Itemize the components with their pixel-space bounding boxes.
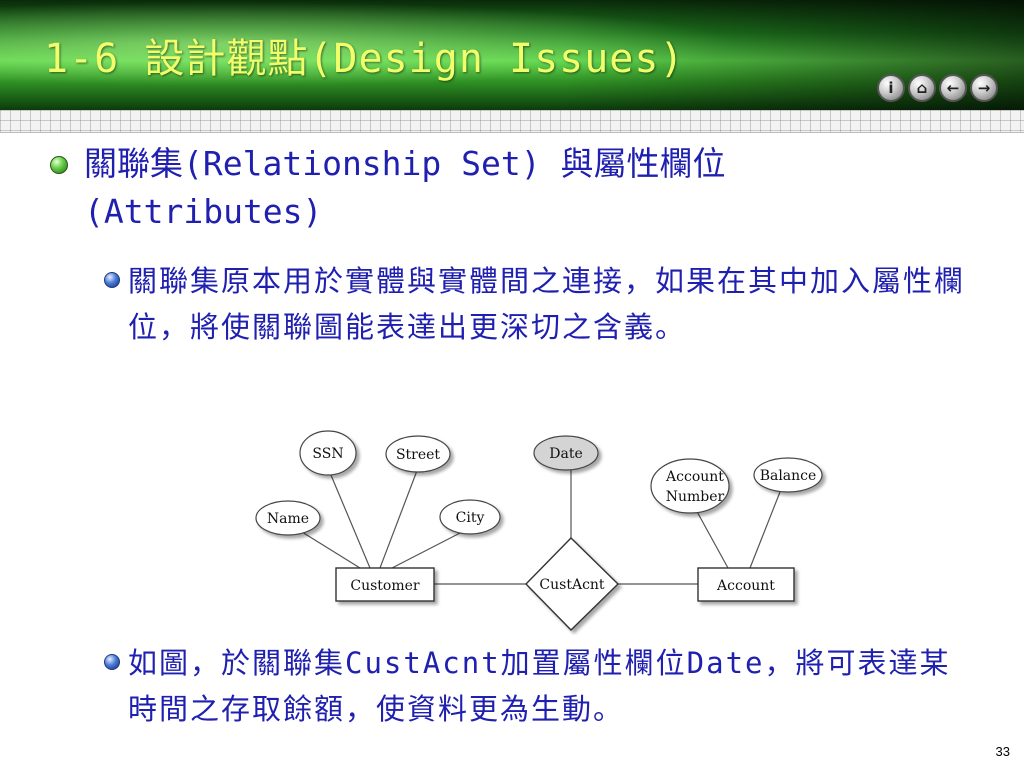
er-diagram: SSN Street Name City Date Account Number… [255, 430, 823, 631]
bullet-icon [50, 156, 68, 174]
entity-customer: Customer [335, 567, 435, 602]
forward-button[interactable]: → [970, 74, 998, 102]
relationship-custacnt: CustAcnt [525, 537, 620, 631]
attribute-name: Name [255, 500, 321, 536]
bullet-icon [104, 654, 120, 670]
slide-navigation: i ⌂ ← → [877, 74, 998, 102]
svg-text:Name: Name [267, 511, 309, 527]
svg-text:Number: Number [666, 489, 725, 505]
svg-text:Account: Account [665, 469, 724, 485]
connector-lines [301, 467, 781, 585]
grid-strip-decoration [0, 110, 1024, 133]
svg-text:Date: Date [549, 446, 582, 462]
page-number: 33 [995, 744, 1010, 759]
bullet-relationship-attributes: 關聯集(Relationship Set) 與屬性欄位 (Attributes) [84, 144, 726, 231]
home-button[interactable]: ⌂ [908, 74, 936, 102]
svg-text:CustAcnt: CustAcnt [539, 577, 605, 593]
svg-text:SSN: SSN [312, 446, 343, 462]
info-button[interactable]: i [877, 74, 905, 102]
svg-text:Account: Account [716, 578, 775, 594]
attribute-city: City [439, 499, 501, 535]
svg-text:City: City [456, 510, 485, 526]
svg-text:Balance: Balance [760, 468, 817, 484]
sub-bullet-description: 關聯集原本用於實體與實體間之連接，如果在其中加入屬性欄位，將使關聯圖能表達出更深… [128, 264, 966, 344]
attribute-account-number: Account Number [650, 458, 730, 514]
attribute-balance: Balance [753, 457, 823, 493]
attribute-ssn: SSN [299, 430, 357, 476]
slide-title: 1-6 設計觀點(Design Issues) [44, 36, 685, 82]
entity-account: Account [697, 567, 795, 602]
bullet-icon [104, 272, 120, 288]
back-button[interactable]: ← [939, 74, 967, 102]
title-banner [0, 0, 1024, 110]
svg-text:Street: Street [396, 447, 440, 463]
sub-bullet-diagram-explanation: 如圖，於關聯集CustAcnt加置屬性欄位Date，將可表達某時間之存取餘額，使… [128, 646, 951, 726]
attribute-street: Street [385, 435, 451, 473]
svg-text:Customer: Customer [350, 578, 420, 594]
attribute-date: Date [533, 435, 599, 471]
